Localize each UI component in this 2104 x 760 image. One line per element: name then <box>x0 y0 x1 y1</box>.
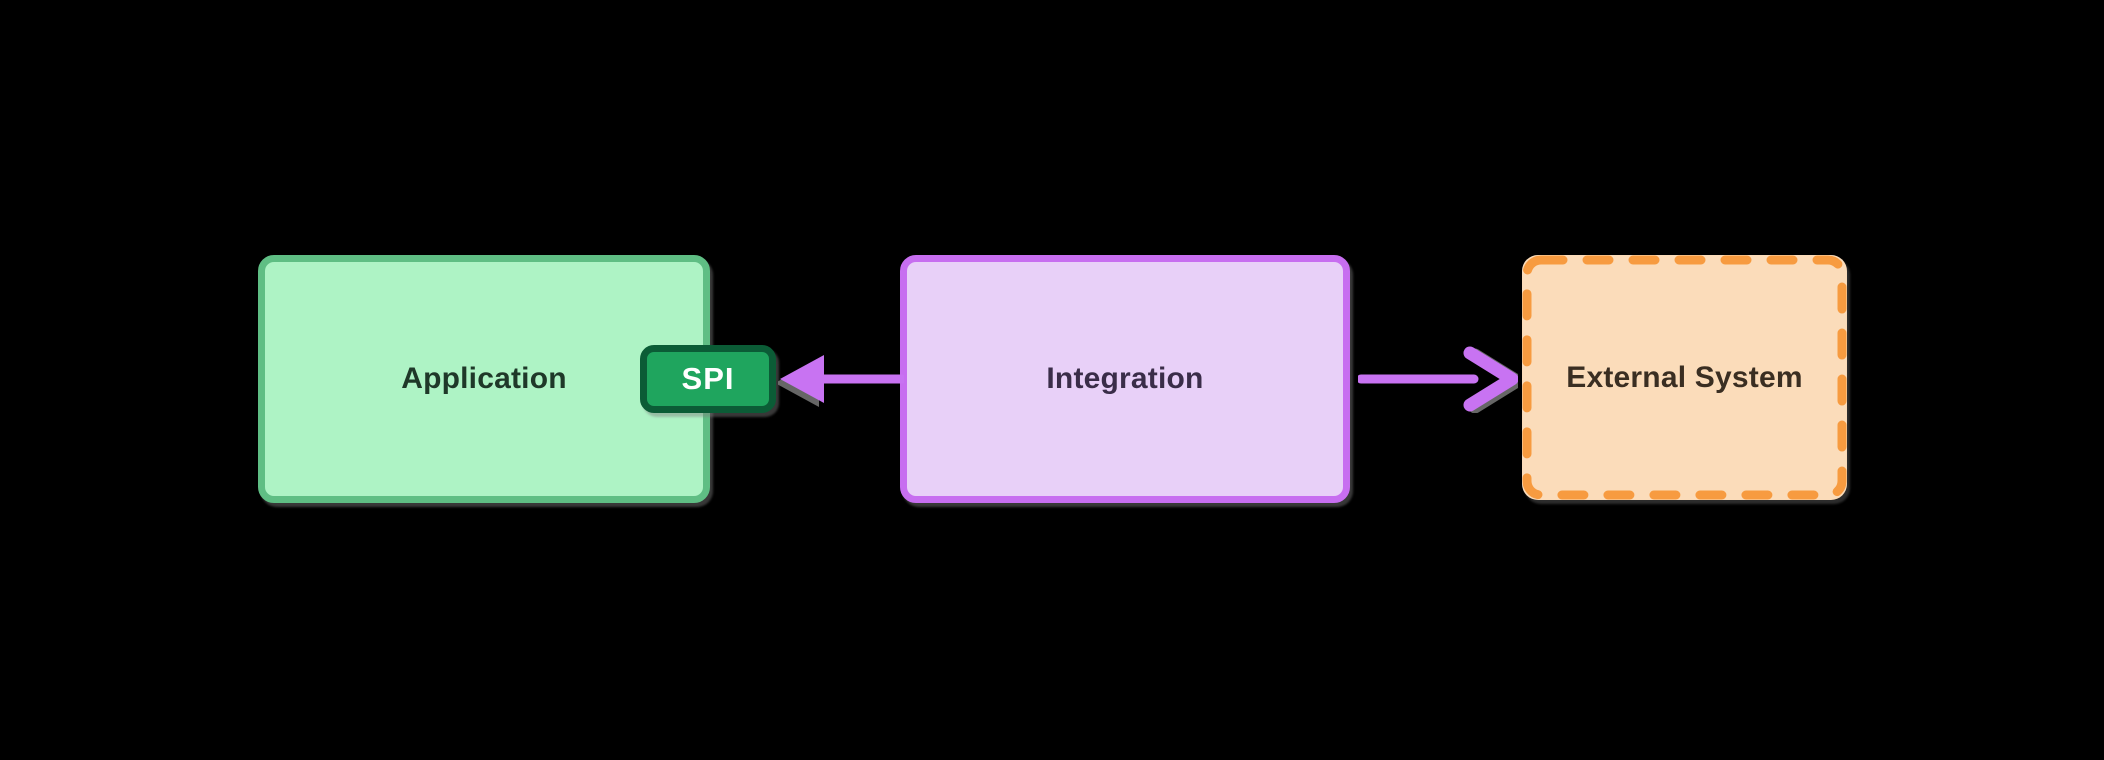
arrow-integration-to-external-icon <box>1358 346 1518 412</box>
node-integration: Integration <box>900 255 1350 503</box>
spi-badge: SPI <box>640 345 776 413</box>
node-application: Application <box>258 255 710 503</box>
spi-badge-label: SPI <box>681 361 735 396</box>
arrow-integration-to-application-icon <box>780 355 904 403</box>
node-application-label: Application <box>401 362 567 395</box>
node-external-system: External System <box>1522 255 1847 500</box>
node-integration-label: Integration <box>1046 362 1204 395</box>
node-external-system-label: External System <box>1566 360 1803 394</box>
